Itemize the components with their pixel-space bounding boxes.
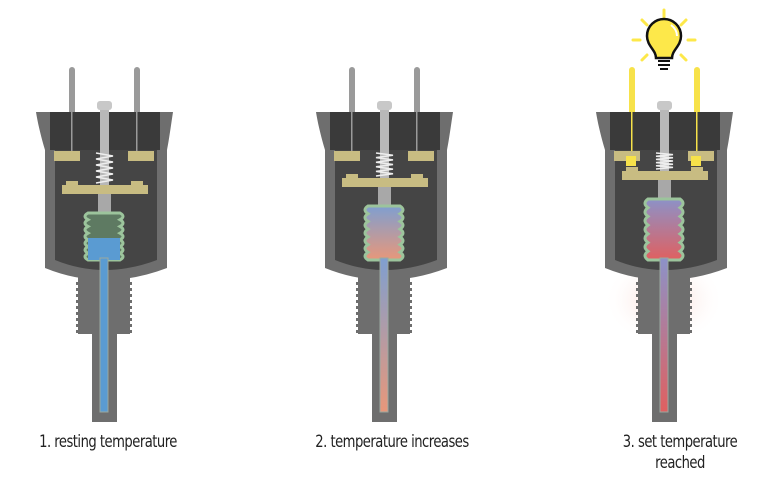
moving-plate (342, 178, 428, 187)
pin-wire (696, 112, 698, 160)
thermostat-1 (36, 67, 173, 422)
pin-wire (71, 112, 73, 160)
contact-lit (691, 156, 701, 166)
contact-lit (626, 156, 636, 166)
stage-3-label-line1: 3. set temperature (622, 432, 738, 452)
thermostat-3 (596, 67, 733, 422)
moving-plate (62, 185, 148, 194)
thermostat-2 (316, 67, 453, 422)
capillary-fluid (379, 257, 389, 413)
bellows (643, 197, 685, 262)
screw-head (97, 101, 112, 110)
pin-wire (416, 112, 418, 160)
pin-wire (631, 112, 633, 160)
moving-contact (691, 167, 703, 172)
capillary-fluid (659, 257, 669, 413)
fixed-contact (128, 151, 154, 161)
screw-head (377, 101, 392, 110)
spring (655, 152, 674, 170)
moving-contact (346, 174, 358, 179)
lightbulb-icon (631, 8, 697, 70)
fluid-in-bellows (88, 238, 120, 260)
pin-wire (351, 112, 353, 160)
spring (95, 152, 114, 184)
stage-3-label: 3. set temperature reached (594, 432, 766, 474)
moving-plate (622, 171, 708, 180)
stage-3-label-line2: reached (655, 453, 705, 473)
terminal-pin (694, 67, 700, 115)
adjust-screw (380, 103, 389, 181)
fixed-contact (408, 151, 434, 161)
capillary-fluid (99, 257, 109, 413)
terminal-pin (629, 67, 635, 115)
screw-head (657, 101, 672, 110)
terminal-pin (134, 67, 140, 115)
moving-contact (131, 181, 143, 186)
terminal-pin (349, 67, 355, 115)
moving-contact (626, 167, 638, 172)
stage-2-label: 2. temperature increases (315, 432, 469, 452)
moving-contact (411, 174, 423, 179)
adjust-screw (660, 103, 669, 174)
fixed-contact (334, 151, 360, 161)
stage-1-label: 1. resting temperature (39, 432, 177, 452)
moving-contact (66, 181, 78, 186)
adjust-screw (100, 103, 109, 188)
terminal-pin (69, 67, 75, 115)
spring (375, 152, 394, 177)
fixed-contact (54, 151, 80, 161)
bellows (363, 204, 405, 262)
terminal-pin (414, 67, 420, 115)
pin-wire (136, 112, 138, 160)
